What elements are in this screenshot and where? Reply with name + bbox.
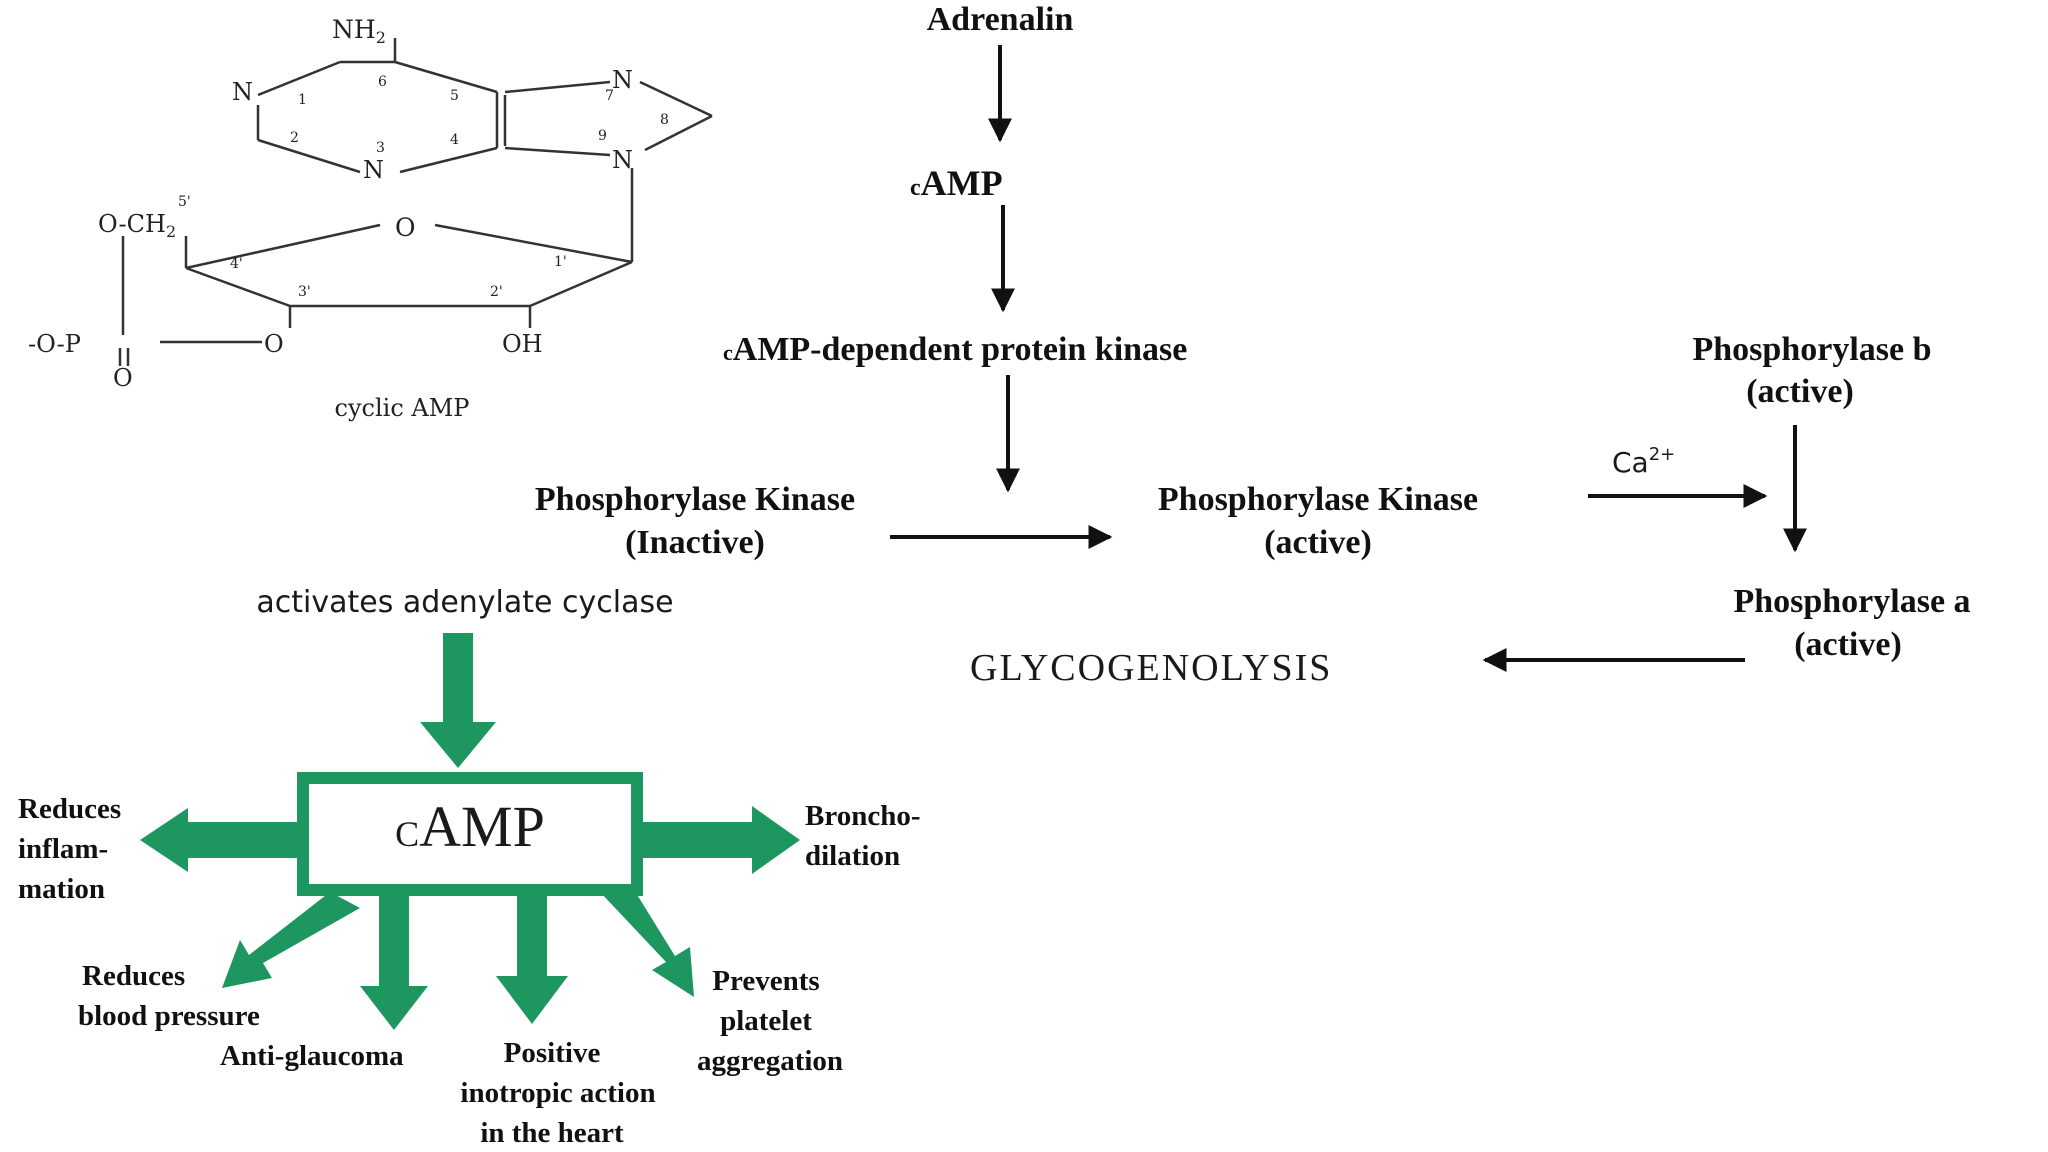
n7-atom: N — [612, 66, 633, 94]
green-arrow-blood-pressure — [222, 892, 360, 988]
effect-arrows — [140, 633, 800, 1030]
green-arrow-bronchodilation — [637, 806, 800, 874]
bond — [399, 146, 498, 174]
molecule-labels: NH2 N N N N O O-CH2 -O-P O O OH 1 2 3 4 … — [28, 15, 669, 422]
effect-inflammation-line1: Reduces — [18, 793, 121, 825]
bond — [504, 80, 611, 94]
phk-inactive-state: (Inactive) — [625, 524, 765, 561]
phosphate-oxygen: O — [113, 364, 133, 392]
effect-inotropic-line2: inotropic action — [460, 1077, 655, 1109]
n3-atom: N — [363, 156, 384, 184]
bond — [434, 223, 633, 264]
atom-number-9: 9 — [598, 128, 607, 144]
camp-box-label: CAMP — [395, 794, 545, 859]
green-arrow-inotropic — [496, 892, 568, 1024]
glycogenolysis-label: GLYCOGENOLYSIS — [970, 647, 1332, 689]
effect-inflammation-line3: mation — [18, 873, 105, 905]
och2-label: O-CH2 — [98, 210, 176, 241]
phosphorylase-a-title: Phosphorylase a — [1733, 583, 1970, 620]
n9-atom: N — [612, 146, 633, 174]
bond — [257, 60, 341, 97]
bond — [644, 114, 713, 152]
phk-active-title: Phosphorylase Kinase — [1158, 481, 1478, 518]
atom-number-8: 8 — [660, 112, 669, 128]
n1-atom: N — [232, 78, 253, 106]
molecule-caption: cyclic AMP — [335, 394, 470, 422]
ester-oxygen: O — [264, 330, 284, 358]
green-arrow-inflammation — [140, 808, 303, 872]
phosphorylase-a-state: (active) — [1794, 626, 1902, 663]
effect-inflammation-line2: inflam- — [18, 833, 108, 865]
effect-blood-pressure-line2: blood pressure — [78, 1000, 260, 1032]
effect-blood-pressure-line1: Reduces — [82, 960, 185, 992]
activates-label: activates adenylate cyclase — [256, 585, 673, 620]
oh-label: OH — [502, 330, 543, 358]
camp-effects: activates adenylate cyclase CAMP Reduces… — [18, 585, 920, 1149]
phosphorylase-b-title: Phosphorylase b — [1693, 331, 1932, 368]
effect-inotropic-line1: Positive — [504, 1037, 601, 1069]
calcium-label: Ca2+ — [1612, 444, 1675, 479]
effect-platelet-line3: aggregation — [697, 1045, 843, 1077]
adrenalin-label: Adrenalin — [927, 1, 1074, 38]
phk-inactive-title: Phosphorylase Kinase — [535, 481, 855, 518]
effect-platelet-line2: platelet — [720, 1005, 812, 1037]
atom-number-6: 6 — [378, 74, 387, 90]
atom-number-2p: 2' — [490, 284, 503, 300]
atom-number-4: 4 — [450, 132, 459, 148]
atom-number-1: 1 — [298, 92, 307, 108]
effect-inotropic-line3: in the heart — [480, 1117, 624, 1149]
bond — [257, 138, 361, 174]
bond — [529, 260, 633, 308]
phk-active-state: (active) — [1264, 524, 1372, 561]
atom-number-1p: 1' — [554, 254, 567, 270]
camp-label: cAMP — [910, 163, 1003, 203]
effect-platelet-line1: Prevents — [712, 965, 819, 997]
bond — [504, 146, 611, 157]
green-arrow-platelet — [600, 880, 694, 997]
effect-broncho-line1: Broncho- — [805, 800, 920, 832]
camp-box — [297, 772, 643, 896]
atom-number-2: 2 — [290, 130, 299, 146]
green-arrow-glaucoma — [360, 892, 428, 1030]
cyclic-amp-structure — [118, 38, 713, 366]
ring-oxygen: O — [395, 213, 416, 242]
pathway: Adrenalin cAMP cAMP-dependent protein ki… — [535, 1, 1971, 689]
atom-number-3p: 3' — [298, 284, 311, 300]
atom-number-5: 5 — [450, 88, 459, 104]
atom-number-5p: 5' — [178, 194, 191, 210]
atom-number-7: 7 — [605, 88, 614, 104]
phosphorylase-b-state: (active) — [1746, 373, 1854, 410]
nh2-label: NH2 — [332, 15, 386, 47]
bond — [394, 60, 498, 94]
effect-broncho-line2: dilation — [805, 840, 900, 872]
bond — [185, 223, 381, 270]
green-arrow-down-into-box — [420, 633, 496, 768]
phosphate-label: -O-P — [28, 330, 81, 358]
atom-number-3: 3 — [376, 140, 385, 156]
bond — [639, 80, 713, 118]
atom-number-4p: 4' — [230, 256, 243, 272]
bond — [185, 266, 291, 308]
effect-anti-glaucoma: Anti-glaucoma — [220, 1040, 404, 1072]
pka-label: cAMP-dependent protein kinase — [723, 331, 1187, 368]
